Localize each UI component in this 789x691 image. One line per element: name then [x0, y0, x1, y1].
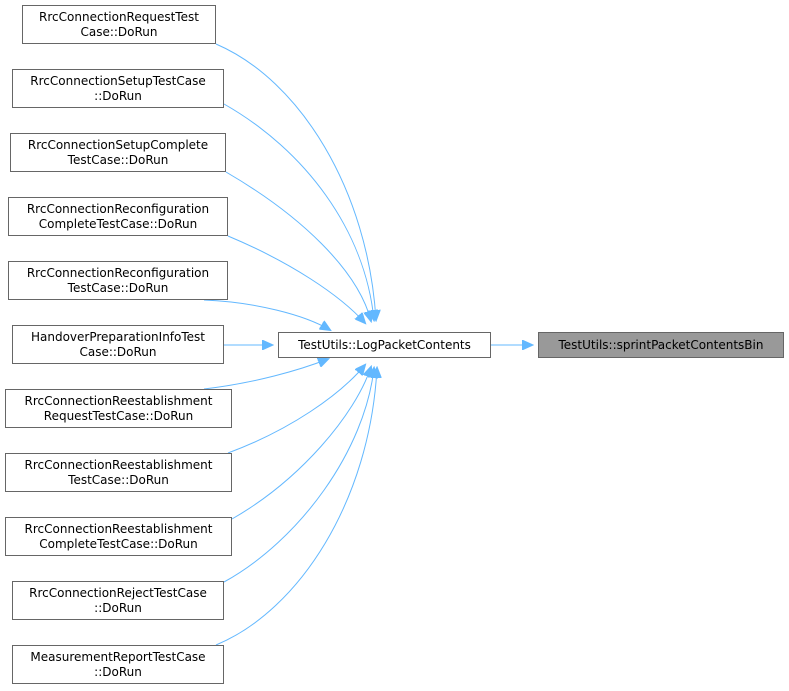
edge-caller-10	[215, 368, 377, 646]
edge-caller-3	[227, 235, 365, 323]
caller-node-9-line1: RrcConnectionRejectTestCase	[29, 585, 207, 600]
caller-node-1-line2: ::DoRun	[94, 88, 142, 103]
caller-node-0-line1: RrcConnectionRequestTest	[39, 9, 199, 24]
caller-node-1-line1: RrcConnectionSetupTestCase	[30, 73, 206, 88]
caller-node-4-line2: TestCase::DoRun	[67, 280, 169, 295]
sprint-packet-contents-bin-label: TestUtils::sprintPacketContentsBin	[558, 337, 764, 352]
caller-node-3-line1: RrcConnectionReconfiguration	[26, 201, 210, 216]
caller-node-5[interactable]: HandoverPreparationInfoTest Case::DoRun	[12, 325, 224, 364]
caller-node-4-line1: RrcConnectionReconfiguration	[26, 265, 210, 280]
caller-node-8[interactable]: RrcConnectionReestablishment CompleteTes…	[5, 517, 232, 556]
caller-node-7[interactable]: RrcConnectionReestablishment TestCase::D…	[5, 453, 232, 492]
caller-node-0[interactable]: RrcConnectionRequestTest Case::DoRun	[22, 5, 216, 44]
caller-node-5-line1: HandoverPreparationInfoTest	[30, 329, 206, 344]
caller-node-7-line2: TestCase::DoRun	[68, 472, 169, 487]
caller-node-6-line2: RequestTestCase::DoRun	[43, 408, 194, 423]
edge-caller-2	[225, 171, 371, 321]
edge-caller-1	[223, 103, 374, 320]
caller-node-10[interactable]: MeasurementReportTestCase ::DoRun	[12, 645, 224, 684]
log-packet-contents-node[interactable]: TestUtils::LogPacketContents	[278, 332, 491, 358]
caller-node-4[interactable]: RrcConnectionReconfiguration TestCase::D…	[8, 261, 228, 300]
caller-node-2[interactable]: RrcConnectionSetupComplete TestCase::DoR…	[10, 133, 226, 172]
caller-node-8-line2: CompleteTestCase::DoRun	[39, 536, 198, 551]
edge-caller-8	[231, 367, 371, 520]
caller-node-5-line2: Case::DoRun	[79, 344, 157, 359]
caller-node-9[interactable]: RrcConnectionRejectTestCase ::DoRun	[12, 581, 224, 620]
caller-node-3[interactable]: RrcConnectionReconfiguration CompleteTes…	[8, 197, 228, 236]
caller-node-9-line2: ::DoRun	[94, 600, 142, 615]
caller-node-2-line1: RrcConnectionSetupComplete	[27, 137, 209, 152]
sprint-packet-contents-bin-node: TestUtils::sprintPacketContentsBin	[538, 332, 784, 358]
caller-node-0-line2: Case::DoRun	[80, 24, 158, 39]
caller-node-6[interactable]: RrcConnectionReestablishment RequestTest…	[5, 389, 232, 428]
edge-caller-4	[203, 299, 330, 330]
caller-node-2-line2: TestCase::DoRun	[67, 152, 169, 167]
caller-node-1[interactable]: RrcConnectionSetupTestCase ::DoRun	[12, 69, 224, 108]
caller-node-6-line1: RrcConnectionReestablishment	[24, 393, 213, 408]
edge-caller-7	[227, 365, 365, 454]
edge-caller-0	[215, 43, 376, 320]
caller-node-10-line1: MeasurementReportTestCase	[30, 649, 206, 664]
caller-node-3-line2: CompleteTestCase::DoRun	[38, 216, 198, 231]
edge-caller-6	[203, 359, 328, 390]
edge-caller-9	[223, 368, 374, 583]
caller-node-7-line1: RrcConnectionReestablishment	[24, 457, 213, 472]
log-packet-contents-label: TestUtils::LogPacketContents	[298, 337, 471, 352]
caller-node-8-line1: RrcConnectionReestablishment	[24, 521, 213, 536]
caller-node-10-line2: ::DoRun	[94, 664, 142, 679]
